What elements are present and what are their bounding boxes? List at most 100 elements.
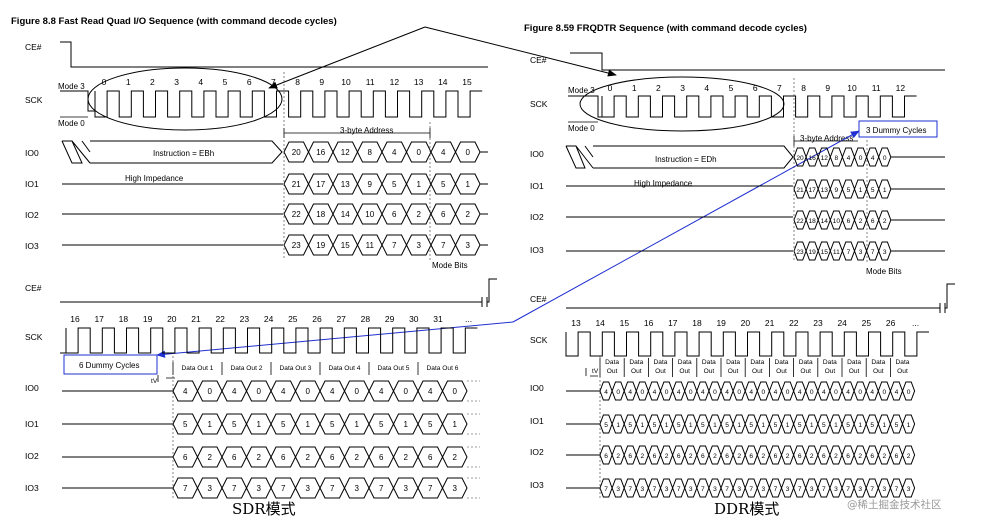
sdr-ce-waveform xyxy=(60,41,488,68)
ddr-io0-data-value: 0 xyxy=(737,389,741,396)
sdr-io0-data-value: 4 xyxy=(428,387,433,396)
sdr-io2-data-value: 6 xyxy=(379,453,384,462)
sdr-io1-address-value: 21 xyxy=(292,180,301,189)
ddr-io2-address-value: 10 xyxy=(833,218,841,225)
ddr-data-out-label: Data xyxy=(847,359,861,366)
ddr-io1-data-value: 1 xyxy=(641,422,645,429)
ddr-data-out-label: Data xyxy=(896,359,910,366)
ddr-io3-data-value: 3 xyxy=(713,486,717,493)
ddr-io1-data-value: 5 xyxy=(895,422,899,429)
ddr-io3-data-value: 7 xyxy=(870,486,874,493)
sdr-io2-data-value: 2 xyxy=(355,453,360,462)
ddr-bus-tails xyxy=(891,156,945,252)
ddr-io0-data-value: 4 xyxy=(628,389,632,396)
ddr-io3-data-value: 3 xyxy=(858,486,862,493)
ddr-io1-data-bus xyxy=(599,414,916,434)
sdr-clock-number-2: 31 xyxy=(433,314,443,324)
ddr-io1-data-value: 5 xyxy=(749,422,753,429)
ddr-high-impedance-label: High Impedance xyxy=(634,179,693,188)
ddr-io1-address-value: 13 xyxy=(821,187,829,194)
sdr-io1-data-value: 5 xyxy=(232,420,237,429)
sdr-clock-number: 10 xyxy=(341,77,351,87)
sdr-io0-address-value: 8 xyxy=(368,148,373,157)
ddr-io3-data-value: 3 xyxy=(737,486,741,493)
sdr-io2-data-value: 6 xyxy=(183,453,188,462)
ddr-io3-address-value: 11 xyxy=(833,249,840,256)
ddr-io0-address-value: 12 xyxy=(821,155,829,162)
ddr-io3-data-value: 3 xyxy=(689,486,693,493)
sdr-io2-address-value: 18 xyxy=(316,210,325,219)
sdr-io3-data-value: 7 xyxy=(281,484,286,493)
sdr-io0-data-value: 0 xyxy=(404,387,409,396)
sdr-io2-address-value: 6 xyxy=(392,210,397,219)
sdr-instruction-label: Instruction = EBh xyxy=(153,149,214,158)
ddr-io2-address-bus xyxy=(793,210,892,230)
ddr-clock-number-2: 13 xyxy=(571,318,581,328)
ddr-io2-data-value: 6 xyxy=(677,453,681,460)
ddr-io2-label: IO2 xyxy=(530,212,544,222)
ddr-io2-data-value: 2 xyxy=(883,453,887,460)
ddr-data-out-label: Out xyxy=(825,368,836,375)
ddr-io3-data-value: 3 xyxy=(834,486,838,493)
sdr-io2-data-value: 2 xyxy=(208,453,213,462)
ddr-io2-data-value: 6 xyxy=(725,453,729,460)
sdr-io0-data-value: 0 xyxy=(257,387,262,396)
sdr-clock-number-2: 20 xyxy=(167,314,177,324)
ddr-data-out-label: Out xyxy=(800,368,811,375)
sdr-io3-data-value: 7 xyxy=(183,484,188,493)
ddr-io1-address-value: 5 xyxy=(871,187,875,194)
ddr-figure-title: Figure 8.59 FRQDTR Sequence (with comman… xyxy=(524,23,807,34)
ddr-clock-number-2: 19 xyxy=(716,318,726,328)
sdr-title-highlight: Fast Read Quad xyxy=(59,16,132,27)
ddr-io0-data-value: 0 xyxy=(713,389,717,396)
ddr-data-out-label: Out xyxy=(873,368,884,375)
ddr-io2-data-value: 2 xyxy=(665,453,669,460)
ddr-io2-data-value: 2 xyxy=(810,453,814,460)
sdr-io2-label: IO2 xyxy=(25,210,39,220)
sdr-io0-data-value: 0 xyxy=(453,387,458,396)
ddr-io1-data-value: 1 xyxy=(786,422,790,429)
sdr-ce-label-2: CE# xyxy=(25,283,42,293)
ddr-io0-data-value: 4 xyxy=(677,389,681,396)
sdr-sck-label: SCK xyxy=(25,95,43,105)
ddr-io2-data-value: 2 xyxy=(616,453,620,460)
ddr-io3-data-value: 3 xyxy=(907,486,911,493)
ddr-dummy-arrow xyxy=(512,130,860,323)
ddr-io1-address-value: 5 xyxy=(847,187,851,194)
ddr-ce-waveform xyxy=(570,52,945,71)
ddr-io2-data-value: 2 xyxy=(834,453,838,460)
ddr-io2-data-value: 6 xyxy=(895,453,899,460)
sdr-io3-data-value: 7 xyxy=(232,484,237,493)
ddr-sck-waveform xyxy=(601,95,917,118)
sdr-io3-address-value: 3 xyxy=(417,241,422,250)
ddr-io0-data-bus xyxy=(599,381,916,401)
sdr-io3-data-value: 3 xyxy=(355,484,360,493)
sdr-clock-number: 13 xyxy=(414,77,424,87)
ddr-io0-label-2: IO0 xyxy=(530,383,544,393)
sdr-io2-address-value: 22 xyxy=(292,210,301,219)
sdr-io0-address-value: 4 xyxy=(392,148,397,157)
ddr-io2-address-value: 2 xyxy=(859,218,863,225)
ddr-instruction-label: Instruction = EDh xyxy=(655,155,717,164)
sdr-ce-waveform-2 xyxy=(60,278,497,307)
sdr-io0-hatch xyxy=(61,140,91,164)
sdr-io0-label-2: IO0 xyxy=(25,383,39,393)
ddr-io1-data-value: 1 xyxy=(810,422,814,429)
ddr-io0-address-value: 0 xyxy=(883,155,887,162)
ddr-mode-bits-label: Mode Bits xyxy=(866,267,902,276)
sdr-data-out-label: Data Out 4 xyxy=(329,365,361,372)
sdr-clock-number-2: 26 xyxy=(312,314,322,324)
ddr-io3-address-bus xyxy=(793,241,892,261)
ddr-clock-number: 2 xyxy=(656,83,661,93)
ddr-io1-data-value: 5 xyxy=(822,422,826,429)
sdr-io0-data-value: 0 xyxy=(208,387,213,396)
ddr-io2-address-value: 2 xyxy=(883,218,887,225)
ddr-io3-label-2: IO3 xyxy=(530,480,544,490)
ddr-data-out-label: Out xyxy=(704,368,715,375)
sdr-io3-address-value: 7 xyxy=(392,241,397,250)
sdr-io0-label: IO0 xyxy=(25,148,39,158)
ddr-io1-address-bus xyxy=(793,179,892,199)
sdr-figure-title: Figure 8.8 Fast Read Quad I/O Sequence (… xyxy=(11,16,337,27)
sdr-io1-data-value: 5 xyxy=(330,420,335,429)
